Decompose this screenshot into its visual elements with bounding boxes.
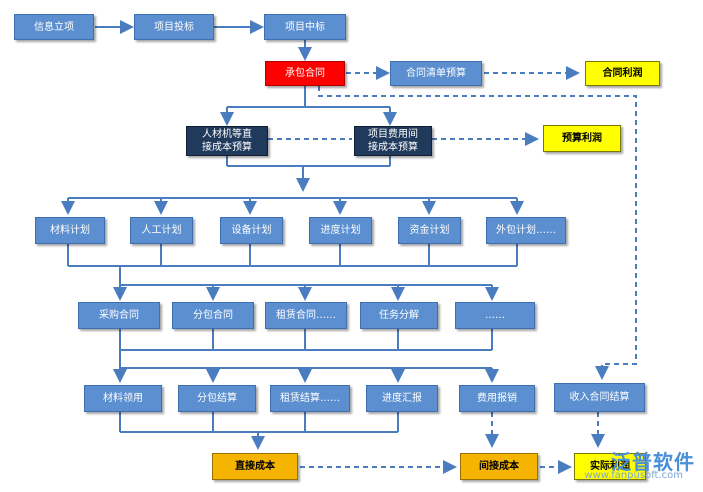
node-task-breakdown: 任务分解 — [360, 302, 438, 329]
node-info-project: 信息立项 — [14, 14, 94, 40]
node-contract-profit: 合同利润 — [585, 61, 660, 86]
node-outsource-plan: 外包计划…… — [486, 217, 566, 244]
node-project-bid: 项目投标 — [134, 14, 214, 40]
node-contract-list-budget: 合同清单预算 — [390, 61, 482, 86]
node-direct-cost: 直接成本 — [212, 453, 298, 480]
node-material-use: 材料领用 — [84, 385, 162, 412]
node-progress-summary: 进度汇报 — [366, 385, 438, 412]
node-material-plan: 材料计划 — [35, 217, 105, 244]
node-subcontract-settlement: 分包结算 — [178, 385, 256, 412]
node-lease-settlement: 租赁结算…… — [270, 385, 350, 412]
node-equipment-plan: 设备计划 — [220, 217, 283, 244]
node-capital-plan: 资金计划 — [398, 217, 461, 244]
node-ellipsis: …… — [455, 302, 535, 329]
node-labor-plan: 人工计划 — [130, 217, 193, 244]
node-project-win: 项目中标 — [264, 14, 346, 40]
node-project-expense-budget: 项目费用间 接成本预算 — [354, 126, 432, 156]
node-purchase-contract: 采购合同 — [78, 302, 160, 329]
watermark-brand: 泛普软件 — [611, 450, 695, 474]
node-progress-plan: 进度计划 — [309, 217, 372, 244]
node-direct-cost-budget: 人材机等直 接成本预算 — [186, 126, 268, 156]
node-expense-reimburse: 费用报销 — [459, 385, 535, 412]
node-income-contract-settlement: 收入合同结算 — [554, 383, 645, 412]
node-actual-profit: 实际利润 — [574, 453, 646, 480]
node-subcontract: 分包合同 — [172, 302, 254, 329]
node-budget-profit: 预算利润 — [543, 125, 621, 152]
node-indirect-cost: 间接成本 — [460, 453, 538, 480]
watermark-url: www.fanpusoft.com — [584, 470, 683, 481]
node-contract: 承包合同 — [265, 61, 345, 86]
node-lease-contract: 租赁合同…… — [265, 302, 347, 329]
dash-contract-to-income-settlement — [318, 86, 637, 380]
